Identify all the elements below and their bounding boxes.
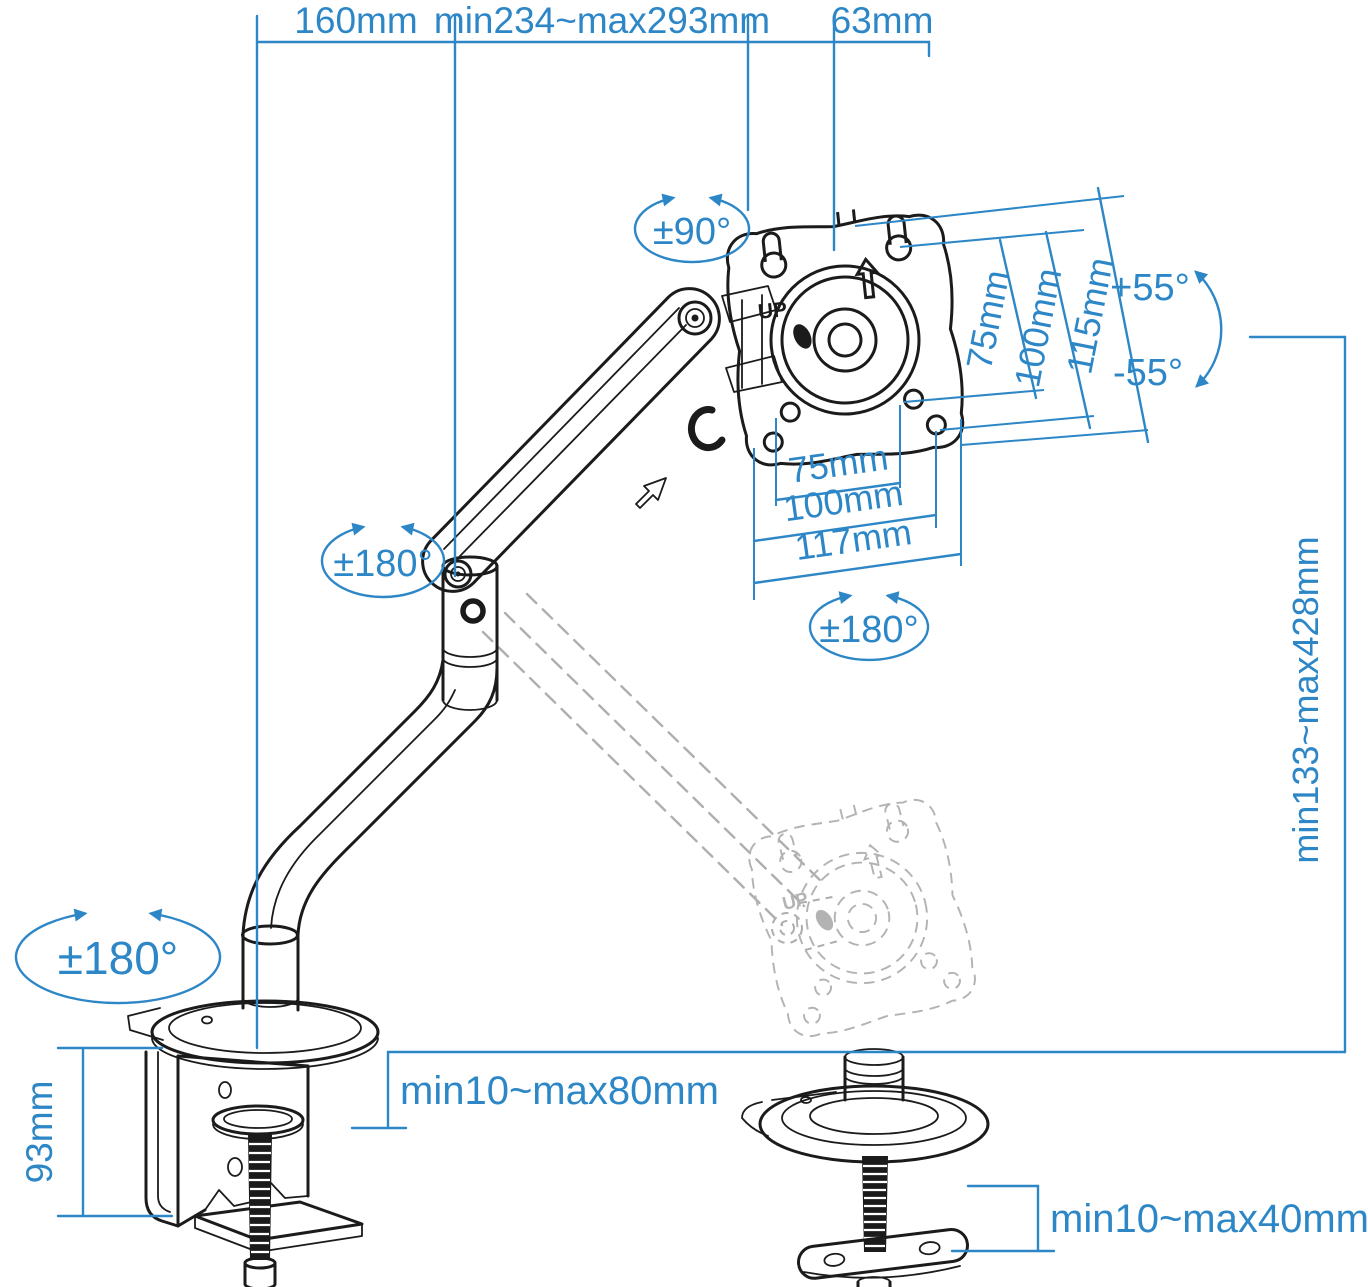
clamp-height-dimension: 93mm — [19, 1046, 174, 1218]
dim-arm-reach: min234~max293mm — [434, 0, 770, 41]
lower-arm — [241, 658, 499, 1012]
rotation-base-label: ±180° — [58, 932, 178, 984]
height-range-label: min133~max428mm — [1285, 536, 1326, 863]
rotation-vesa: ±180° — [808, 591, 930, 662]
base-disc — [127, 999, 380, 1070]
grommet-assembly — [741, 1048, 990, 1287]
rotation-base-swivel: ±180° — [14, 908, 222, 1005]
top-dimension-lines: 160mm min234~max293mm 63mm — [255, 0, 934, 1050]
grommet-range-dimension: min10~max40mm — [950, 1184, 1368, 1253]
upper-arm — [421, 287, 726, 593]
head-joint — [677, 285, 783, 393]
ghost-vesa-plate — [738, 783, 984, 1045]
grommet-range-label: min10~max40mm — [1050, 1197, 1368, 1241]
cable-hook — [687, 406, 726, 452]
tilt-annotation: +55° -55° — [1110, 267, 1223, 394]
dim-arm-offset: 160mm — [294, 0, 417, 41]
rotation-vesa-label: ±180° — [819, 609, 918, 651]
clamp-knob — [243, 1256, 277, 1287]
vesa-v75-label: 75mm — [958, 267, 1017, 373]
clamp-assembly — [144, 1050, 364, 1287]
clamp-range-dimension: min10~max80mm — [350, 1050, 719, 1130]
rotation-elbow-swivel: ±180° — [320, 522, 446, 599]
height-range-dimension: min133~max428mm — [1248, 335, 1347, 1054]
elbow-joint — [441, 555, 499, 711]
tilt-up-label: +55° — [1110, 267, 1190, 309]
dimension-annotations: 160mm min234~max293mm 63mm ±90° ±180° ±1… — [14, 0, 1368, 1253]
ghost-arm-alternate-position — [481, 592, 984, 1045]
tilt-down-label: -55° — [1113, 352, 1183, 394]
vesa-horizontal-dimensions: 75mm 100mm 117mm — [752, 405, 963, 600]
vesa-plate — [719, 198, 970, 472]
arm-line-art — [127, 198, 990, 1287]
dim-head-offset: 63mm — [831, 0, 934, 41]
rotation-head-label: ±90° — [653, 211, 731, 253]
clamp-range-label: min10~max80mm — [400, 1069, 719, 1113]
arrow-up-right-icon — [635, 477, 667, 509]
rotation-head-swivel: ±90° — [633, 193, 751, 264]
vesa-vertical-dimensions: 75mm 100mm 115mm — [854, 186, 1150, 446]
rotation-elbow-label: ±180° — [333, 543, 432, 585]
grommet-plate — [797, 1227, 969, 1280]
vesa-v100-label: 100mm — [1006, 265, 1069, 391]
clamp-height-label: 93mm — [19, 1081, 60, 1184]
